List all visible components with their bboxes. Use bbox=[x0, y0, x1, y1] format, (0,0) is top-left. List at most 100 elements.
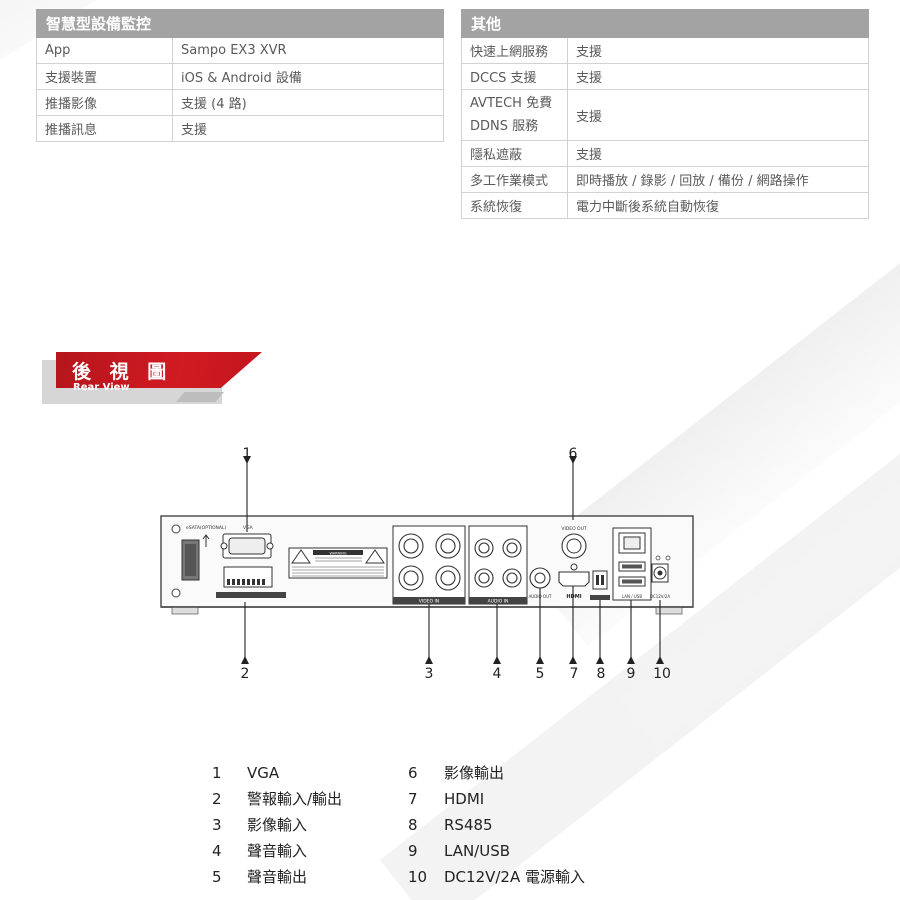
others-table: 其他 快速上網服務 支援 DCCS 支援 支援 AVTECH 免費 DDNS 服… bbox=[461, 9, 869, 219]
legend-number: 7 bbox=[408, 790, 418, 808]
legend-item: 7 HDMI bbox=[408, 789, 585, 815]
audio-in-label: AUDIO IN bbox=[488, 599, 509, 605]
spec-label: AVTECH 免費 DDNS 服務 bbox=[461, 89, 568, 141]
legend-item: 4 聲音輸入 bbox=[212, 841, 342, 867]
spec-label-line: DDNS 服務 bbox=[470, 119, 539, 134]
rear-panel-diagram: eSATA(OPTIONAL) VGA WARNING bbox=[160, 446, 694, 682]
audio-in-block: AUDIO IN bbox=[468, 525, 528, 605]
legend-item: 8 RS485 bbox=[408, 815, 585, 841]
vga-label: VGA bbox=[243, 525, 254, 531]
legend-number: 9 bbox=[408, 842, 418, 860]
legend-item: 3 影像輸入 bbox=[212, 815, 342, 841]
legend-label: LAN/USB bbox=[444, 842, 511, 860]
legend-item: 6 影像輸出 bbox=[408, 763, 585, 789]
warning-label-block: WARNING bbox=[288, 547, 388, 579]
legend-number: 2 bbox=[212, 790, 222, 808]
spec-value: 電力中斷後系統自動恢復 bbox=[567, 192, 869, 219]
spec-value: 支援 bbox=[567, 37, 869, 64]
callout-6: 6 bbox=[569, 446, 578, 462]
video-out-label: VIDEO OUT bbox=[561, 526, 587, 532]
spec-value: 支援 bbox=[567, 89, 869, 141]
table-row: AVTECH 免費 DDNS 服務 支援 bbox=[461, 89, 869, 141]
callout-2: 2 bbox=[241, 666, 250, 682]
section-title: 後 視 圖 bbox=[72, 361, 173, 383]
legend-left: 1 VGA 2 警報輸入/輸出 3 影像輸入 4 聲音輸入 5 聲音輸出 bbox=[212, 763, 342, 893]
table-row: 支援裝置 iOS & Android 設備 bbox=[36, 63, 444, 90]
legend-item: 2 警報輸入/輸出 bbox=[212, 789, 342, 815]
legend-number: 10 bbox=[408, 868, 428, 886]
spec-value: iOS & Android 設備 bbox=[172, 63, 444, 90]
legend-label: 影像輸入 bbox=[247, 816, 308, 834]
video-out-port: VIDEO OUT bbox=[561, 526, 587, 571]
spec-label: 快速上網服務 bbox=[461, 37, 568, 64]
esata-label: eSATA(OPTIONAL) bbox=[186, 525, 226, 531]
spec-label: 系統恢復 bbox=[461, 192, 568, 219]
legend-number: 3 bbox=[212, 816, 222, 834]
banner-accent bbox=[176, 392, 224, 402]
spec-value: 支援 bbox=[567, 140, 869, 167]
spec-label: 多工作業模式 bbox=[461, 166, 568, 193]
table-row: 系統恢復 電力中斷後系統自動恢復 bbox=[461, 192, 869, 219]
callout-9: 9 bbox=[627, 666, 636, 682]
esata-port: eSATA(OPTIONAL) bbox=[181, 525, 226, 581]
spec-value: 支援 (4 路) bbox=[172, 89, 444, 116]
table-header: 智慧型設備監控 bbox=[36, 9, 444, 38]
spec-label: 推播訊息 bbox=[36, 115, 173, 142]
legend-label: HDMI bbox=[444, 790, 485, 808]
legend-item: 5 聲音輸出 bbox=[212, 867, 342, 893]
callout-3: 3 bbox=[425, 666, 434, 682]
spec-label-line: AVTECH 免費 bbox=[470, 96, 553, 111]
legend-label: 聲音輸入 bbox=[247, 842, 308, 860]
screw bbox=[171, 588, 181, 598]
lan-usb-label: LAN / USB bbox=[622, 594, 642, 599]
dc-power-port: DC12V/2A bbox=[650, 555, 671, 599]
spec-value: 即時播放 / 錄影 / 回放 / 備份 / 網路操作 bbox=[567, 166, 869, 193]
spec-label: DCCS 支援 bbox=[461, 63, 568, 90]
legend-label: 聲音輸出 bbox=[247, 868, 308, 886]
video-in-block: VIDEO IN bbox=[392, 525, 466, 605]
screw bbox=[171, 524, 181, 534]
legend-item: 1 VGA bbox=[212, 763, 342, 789]
vga-port: VGA bbox=[220, 525, 274, 559]
callout-7: 7 bbox=[570, 666, 579, 682]
table-header: 其他 bbox=[461, 9, 869, 38]
spec-label: 隱私遮蔽 bbox=[461, 140, 568, 167]
rs485-port bbox=[590, 570, 610, 600]
hdmi-label: HDMI bbox=[566, 594, 581, 600]
legend-number: 4 bbox=[212, 842, 222, 860]
callout-1: 1 bbox=[243, 446, 252, 462]
spec-value: 支援 bbox=[172, 115, 444, 142]
legend-number: 1 bbox=[212, 764, 222, 782]
table-row: 推播影像 支援 (4 路) bbox=[36, 89, 444, 116]
legend-number: 6 bbox=[408, 764, 418, 782]
table-row: 多工作業模式 即時播放 / 錄影 / 回放 / 備份 / 網路操作 bbox=[461, 166, 869, 193]
hdmi-port: HDMI bbox=[558, 571, 590, 600]
warning-text: WARNING bbox=[329, 551, 346, 555]
legend-label: VGA bbox=[247, 764, 280, 782]
legend-number: 8 bbox=[408, 816, 418, 834]
spec-label: App bbox=[36, 37, 173, 64]
table-row: App Sampo EX3 XVR bbox=[36, 37, 444, 64]
alarm-terminal bbox=[216, 566, 286, 598]
legend-label: 警報輸入/輸出 bbox=[247, 790, 343, 808]
section-subtitle: Rear View bbox=[73, 382, 130, 393]
callout-10: 10 bbox=[653, 666, 671, 682]
callout-8: 8 bbox=[597, 666, 606, 682]
rear-view-banner: 後 視 圖 Rear View bbox=[42, 352, 272, 404]
table-row: 快速上網服務 支援 bbox=[461, 37, 869, 64]
legend-label: 影像輸出 bbox=[444, 764, 505, 782]
spec-value: Sampo EX3 XVR bbox=[172, 37, 444, 64]
table-row: 推播訊息 支援 bbox=[36, 115, 444, 142]
table-row: DCCS 支援 支援 bbox=[461, 63, 869, 90]
legend-number: 5 bbox=[212, 868, 222, 886]
callout-4: 4 bbox=[493, 666, 502, 682]
lan-usb-block: LAN / USB bbox=[612, 527, 652, 601]
legend-label: RS485 bbox=[444, 816, 493, 834]
callout-5: 5 bbox=[536, 666, 545, 682]
legend-item: 9 LAN/USB bbox=[408, 841, 585, 867]
spec-value: 支援 bbox=[567, 63, 869, 90]
dc-label: DC12V/2A bbox=[650, 594, 671, 599]
spec-label: 支援裝置 bbox=[36, 63, 173, 90]
